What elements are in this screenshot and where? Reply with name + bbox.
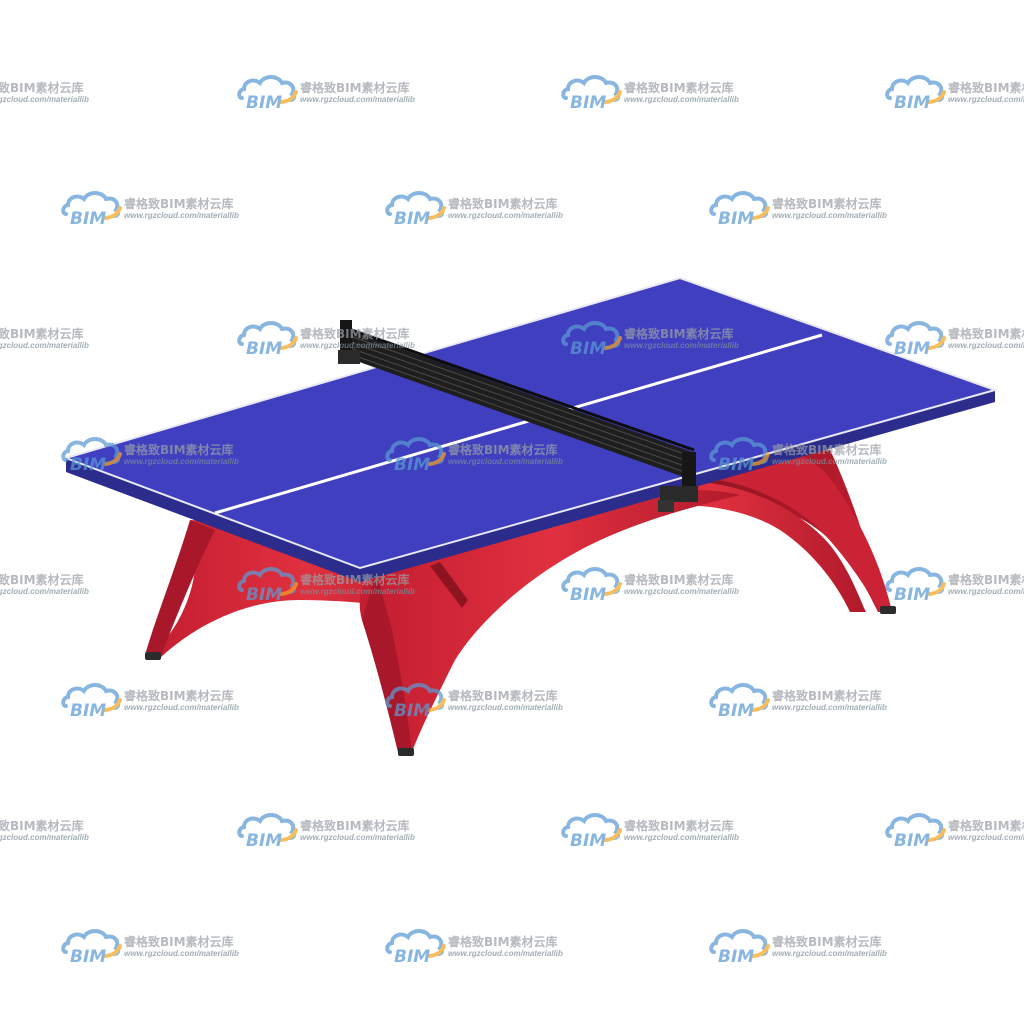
tabletop-surface [62, 276, 999, 570]
foot-front-center [398, 748, 414, 756]
foot-back-right [880, 606, 896, 614]
net-mesh [348, 330, 692, 480]
foot-front-left [145, 652, 161, 660]
front-center-arch-leg [359, 489, 740, 752]
back-arch-leg [700, 450, 892, 612]
center-arch-leg [560, 481, 866, 612]
front-left-leg [145, 520, 470, 658]
center-line [214, 333, 823, 515]
